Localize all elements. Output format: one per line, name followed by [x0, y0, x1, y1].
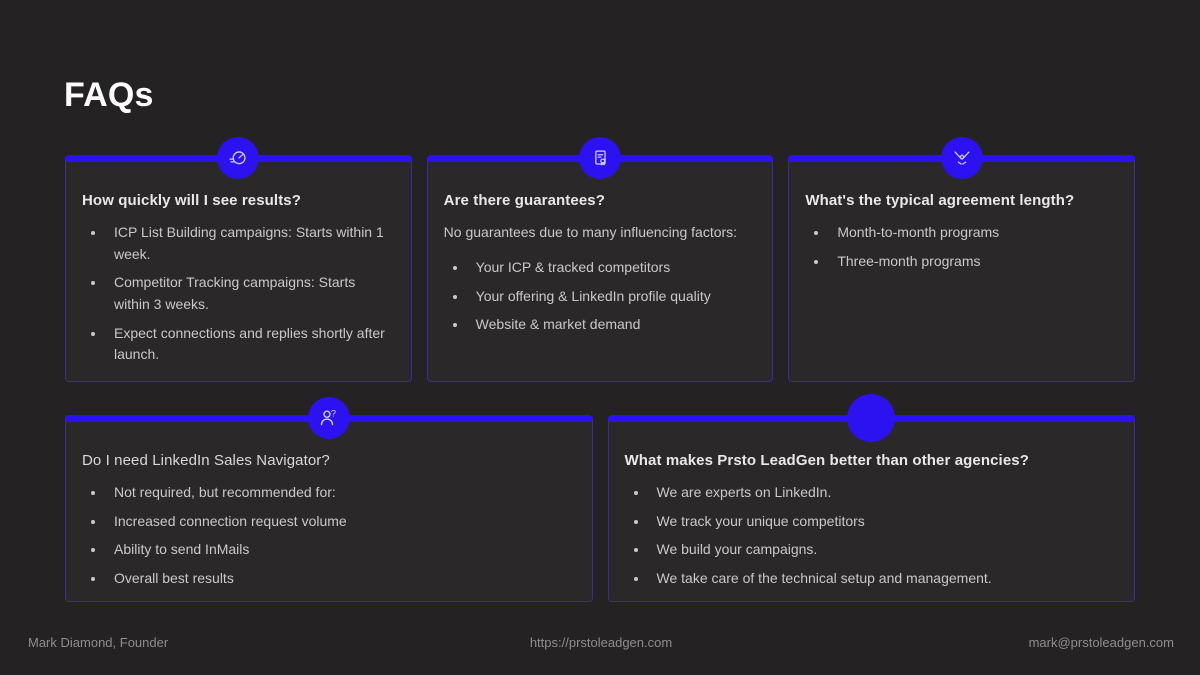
faq-answer-list: ICP List Building campaigns: Starts with… [82, 222, 395, 366]
faq-row-top: How quickly will I see results? ICP List… [65, 137, 1136, 382]
faq-bullet: Competitor Tracking campaigns: Starts wi… [106, 272, 395, 315]
faq-answer-list: Not required, but recommended for: Incre… [82, 482, 576, 590]
faq-answer-list: We are experts on LinkedIn. We track you… [625, 482, 1119, 590]
person-question-icon: ? [320, 409, 336, 426]
faq-bullet: Overall best results [106, 568, 576, 590]
faq-bullet: Your ICP & tracked competitors [468, 257, 757, 279]
faq-bullet: Not required, but recommended for: [106, 482, 576, 504]
faq-card-results-speed: How quickly will I see results? ICP List… [65, 137, 412, 382]
faq-bullet: Month-to-month programs [829, 222, 1118, 244]
footer-website-url: https://prstoleadgen.com [529, 635, 673, 650]
faq-question: How quickly will I see results? [82, 192, 302, 209]
faq-answer-list: Your ICP & tracked competitors Your offe… [444, 257, 757, 336]
page-title: FAQs [64, 76, 154, 114]
icon-badge: ? [307, 397, 350, 439]
handshake-icon [954, 151, 970, 165]
faq-card-guarantees: Are there guarantees? No guarantees due … [426, 137, 774, 382]
circle-badge [847, 394, 896, 442]
faq-bullet: Three-month programs [829, 251, 1118, 273]
faq-bullet: Ability to send InMails [106, 539, 576, 561]
faq-intro: No guarantees due to many influencing fa… [443, 224, 738, 240]
faq-bullet: We build your campaigns. [649, 539, 1119, 561]
footer: Mark Diamond, Founder https://prstoleadg… [28, 635, 1174, 655]
icon-badge [579, 137, 621, 179]
faq-bullet: ICP List Building campaigns: Starts with… [106, 222, 395, 265]
faq-question: Are there guarantees? [443, 192, 605, 209]
icon-badge [940, 137, 983, 179]
faq-card-why-better: What makes Prsto LeadGen better than oth… [607, 394, 1135, 602]
faq-question: What's the typical agreement length? [805, 192, 1075, 209]
faq-bullet: We track your unique competitors [649, 511, 1119, 533]
faq-card-agreement-length: What's the typical agreement length? Mon… [788, 137, 1136, 382]
faq-bullet: Expect connections and replies shortly a… [106, 323, 395, 366]
faq-bullet: We are experts on LinkedIn. [649, 482, 1119, 504]
faq-question: Do I need LinkedIn Sales Navigator? [82, 452, 330, 469]
faq-bullet: We take care of the technical setup and … [649, 568, 1119, 590]
speedometer-icon [229, 151, 246, 165]
icon-badge [217, 137, 260, 179]
faq-bullet: Website & market demand [468, 314, 757, 336]
certificate-icon [595, 150, 606, 166]
faq-bullet: Your offering & LinkedIn profile quality [468, 286, 757, 308]
faq-question: What makes Prsto LeadGen better than oth… [624, 452, 1029, 469]
faq-row-bottom: ? Do I need LinkedIn Sales Navigator? No… [65, 394, 1135, 602]
svg-text:?: ? [331, 409, 336, 420]
footer-author: Mark Diamond, Founder [28, 635, 169, 650]
footer-email: mark@prstoleadgen.com [1028, 635, 1174, 650]
faq-card-sales-navigator: ? Do I need LinkedIn Sales Navigator? No… [65, 397, 593, 602]
faq-bullet: Increased connection request volume [106, 511, 576, 533]
faq-answer-list: Month-to-month programs Three-month prog… [805, 222, 1118, 272]
